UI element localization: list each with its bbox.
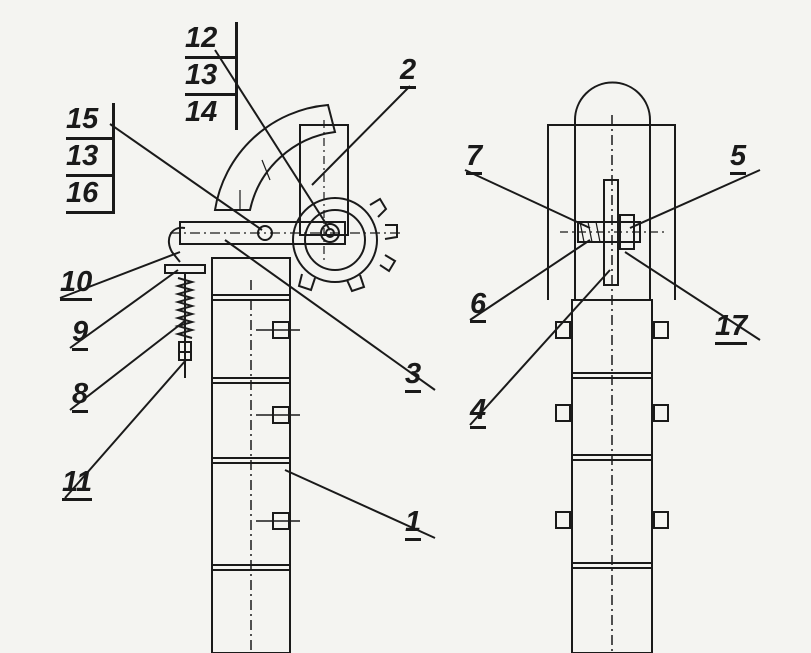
label-6: 6 [470, 290, 487, 323]
right-view [547, 81, 676, 653]
label-2: 2 [400, 56, 417, 89]
label-15: 15 [66, 103, 112, 140]
label-stack-12-13-14: 12 13 14 [185, 22, 238, 130]
label-16: 16 [66, 177, 112, 214]
label-10: 10 [60, 268, 93, 301]
label-14: 14 [185, 96, 218, 128]
pin [603, 179, 619, 286]
label-13-top: 13 [185, 59, 235, 96]
label-8: 8 [72, 380, 89, 413]
pivot-bolt-15 [257, 225, 273, 241]
label-stack-15-13-16: 15 13 16 [66, 103, 115, 214]
label-11: 11 [62, 468, 93, 501]
spring-plate [164, 264, 206, 274]
left-view [164, 103, 400, 653]
hook [167, 226, 186, 263]
label-9: 9 [72, 318, 89, 351]
label-7: 7 [466, 142, 483, 175]
pivot-bolt-12 [320, 223, 340, 243]
leader-lines [59, 49, 761, 539]
housing-top [574, 81, 651, 125]
label-12: 12 [185, 22, 235, 59]
gear [292, 197, 398, 293]
spring [174, 277, 196, 339]
label-3: 3 [405, 360, 422, 393]
label-4: 4 [470, 396, 487, 429]
label-5: 5 [730, 142, 747, 175]
arc-sector [213, 103, 337, 211]
label-13-left: 13 [66, 140, 112, 177]
label-17: 17 [715, 312, 748, 345]
nut [619, 214, 635, 250]
label-1: 1 [405, 508, 422, 541]
